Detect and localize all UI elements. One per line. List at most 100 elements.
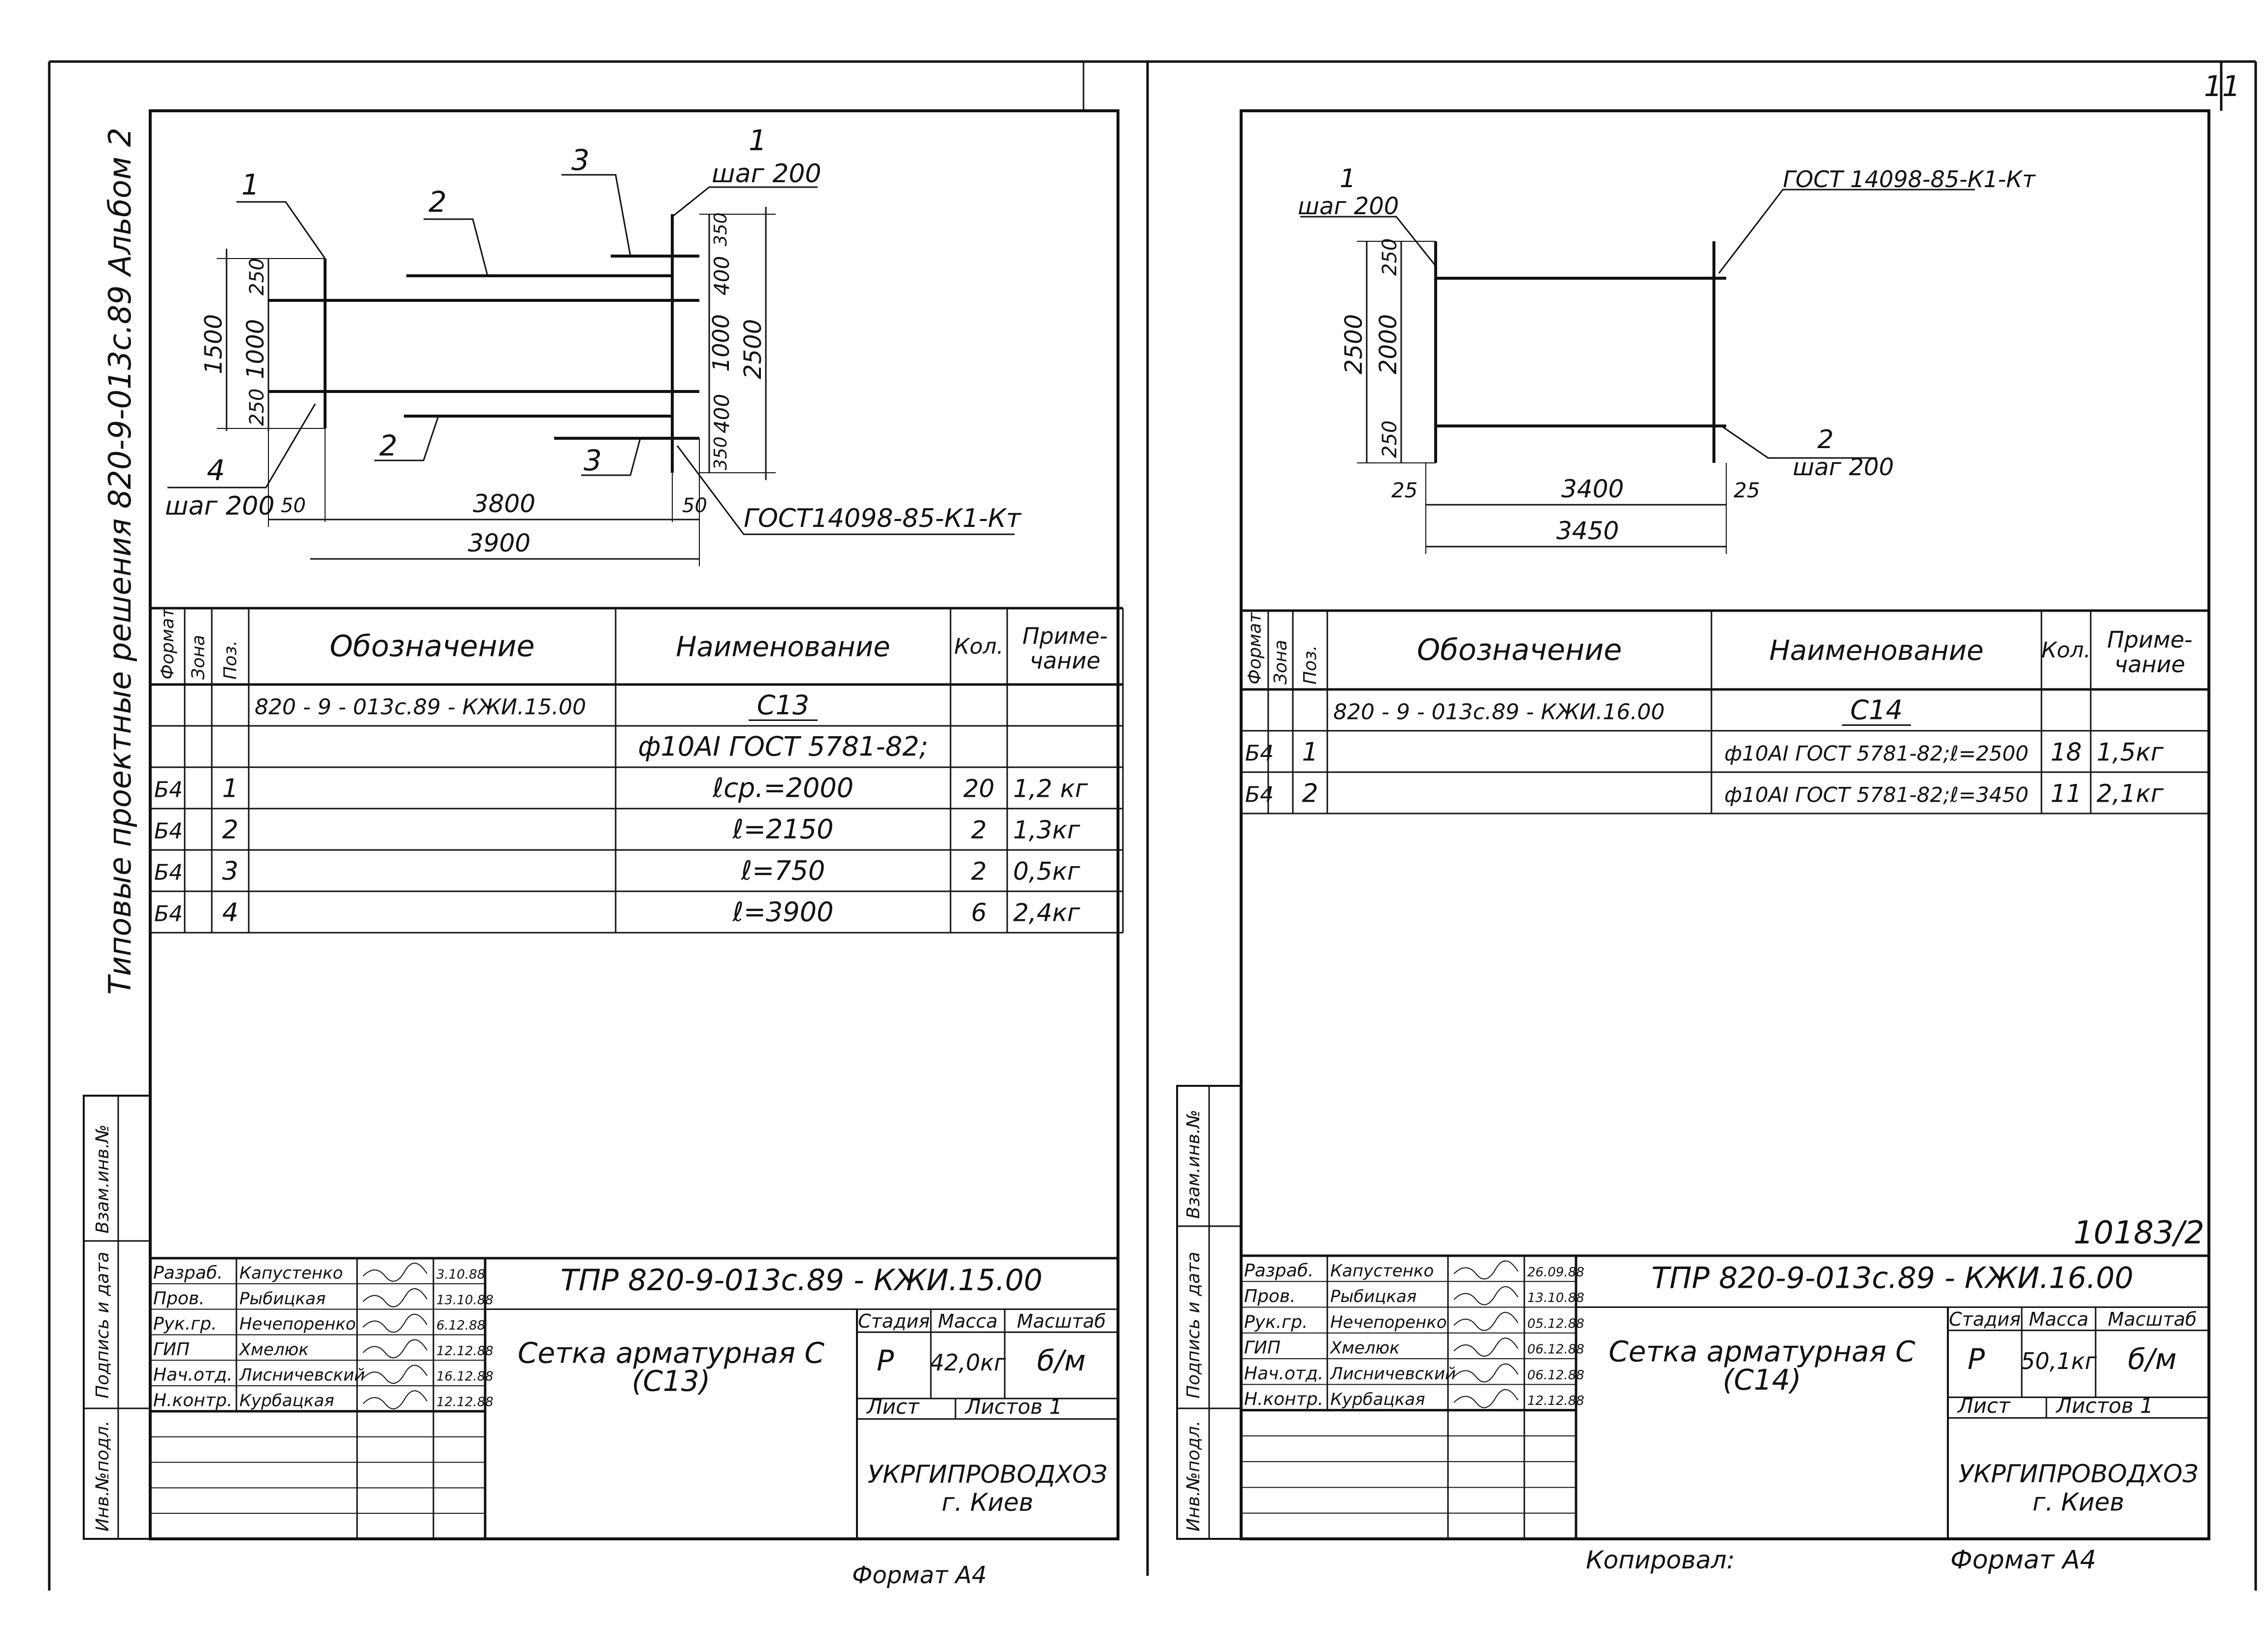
dim-3800: 3800 — [473, 489, 535, 518]
step-label-top: шаг 200 — [712, 159, 822, 189]
tb-date: 16.12.88 — [436, 1369, 493, 1384]
spec-row-note: 1,3кг — [1013, 815, 1081, 844]
tb-role: Пров. — [153, 1288, 205, 1308]
pos-label-1b: 1 — [749, 124, 767, 157]
tb-signature — [1453, 1312, 1518, 1331]
tb-signature — [362, 1339, 427, 1359]
tb-name: Нечепоренко — [239, 1314, 356, 1334]
tb-stage: Р — [1968, 1342, 1985, 1376]
spec-row-name: ℓ=750 — [741, 855, 825, 886]
dim-2500: 2500 — [739, 319, 767, 379]
stamp-sign-date: Подпись и дата — [93, 1252, 113, 1399]
spec-row-name: С14 — [1850, 694, 1903, 725]
stamp-replace-inv-right: Взам.инв.№ — [1183, 1109, 1204, 1219]
tb-name: Рыбицкая — [1330, 1287, 1416, 1306]
tb-role: Разраб. — [153, 1263, 223, 1283]
tb-date: 26.09.88 — [1527, 1265, 1584, 1280]
right-sheet: Инв.№подл. Подпись и дата Взам.инв.№ 1 ш… — [1176, 109, 2210, 1575]
dim-250b-right: 250 — [1379, 421, 1401, 458]
outer-frames — [48, 60, 2257, 1591]
dim-400-bottom: 400 — [710, 394, 734, 433]
spec-row-name: ф10АI ГОСТ 5781-82;ℓ=3450 — [1724, 782, 2029, 807]
spec-header-zone: Зона — [189, 635, 209, 680]
step-1-right: шаг 200 — [1298, 193, 1399, 220]
tb-date: 12.12.88 — [436, 1395, 493, 1410]
dim-250-top: 250 — [246, 258, 268, 295]
tb-scale-label: Масштаб — [1017, 1310, 1106, 1332]
spec-row-pos: 1 — [1302, 737, 1318, 767]
left-format-note: Формат А4 — [852, 1562, 986, 1589]
tb-stage: Р — [877, 1344, 894, 1377]
spec-header-note-2: чание — [2114, 651, 2185, 678]
side-title: Типовые проектные решения 820-9-013с.89 … — [102, 128, 138, 995]
pos-label-2b: 2 — [379, 429, 397, 462]
dim-1000: 1000 — [242, 319, 269, 379]
tb-subtitle: (С13) — [632, 1364, 711, 1398]
spec-row-pos: 2 — [222, 815, 238, 845]
spec-row-designation: 820 - 9 - 013с.89 - КЖИ.16.00 — [1333, 699, 1665, 724]
tb-city: г. Киев — [942, 1488, 1033, 1517]
tb-title: Сетка арматурная С — [1609, 1335, 1915, 1368]
spec-row-note: 0,5кг — [1013, 857, 1081, 885]
spec-header-note: Приме- — [1022, 623, 1108, 650]
spec-row-qty: 11 — [2050, 779, 2082, 808]
tb-signature — [362, 1313, 427, 1333]
spec-row-pos: 3 — [222, 856, 238, 886]
right-drawing: 1 шаг 200 ГОСТ 14098-85-К1-Кт 2 шаг 200 … — [1298, 164, 2036, 554]
dim-50-right: 50 — [682, 494, 707, 517]
spec-row-format: Б4 — [1245, 782, 1274, 807]
spec-row-name: С13 — [757, 689, 809, 720]
left-side-stamp: Инв.№подл. Подпись и дата Взам.инв.№ — [83, 1095, 151, 1540]
tb-name: Лисничевский — [238, 1366, 365, 1385]
spec-row-pos: 2 — [1302, 779, 1318, 808]
spec-row-qty: 2 — [971, 815, 987, 844]
tb-signature — [362, 1390, 427, 1409]
tb-org: УКРГИПРОВОДХОЗ — [868, 1460, 1108, 1489]
stamp-sign-date-right: Подпись и дата — [1183, 1252, 1204, 1399]
spec-header-zone: Зона — [1271, 640, 1291, 684]
dim-250a-right: 250 — [1379, 238, 1401, 276]
tb-scale: б/м — [2128, 1342, 2176, 1376]
spec-row-name: ф10АI ГОСТ 5781-82; — [638, 731, 928, 762]
pos-label-3a: 3 — [571, 143, 590, 177]
spec-header-format: Формат — [1245, 612, 1265, 684]
spec-row-name: ℓср.=2000 — [712, 772, 854, 803]
stamp-inv-no: Инв.№подл. — [93, 1421, 113, 1531]
tb-doc-code: ТПР 820-9-013с.89 - КЖИ.16.00 — [1651, 1261, 2134, 1295]
spec-header-note-2: чание — [1030, 648, 1101, 674]
tb-org: УКРГИПРОВОДХОЗ — [1959, 1460, 2199, 1488]
spec-header-designation: Обозначение — [1417, 633, 1622, 667]
label-1-right: 1 — [1340, 164, 1356, 194]
left-drawing: 1 2 3 1 шаг 200 2 3 4 шаг 200 ГОСТ14098-… — [165, 124, 1022, 566]
spec-header-name: Наименование — [1769, 635, 1983, 667]
archive-number: 10183/2 — [2073, 1215, 2204, 1251]
tb-stage-label: Стадия — [1949, 1308, 2021, 1330]
spec-row-name: ф10АI ГОСТ 5781-82;ℓ=2500 — [1724, 741, 2029, 765]
spec-row-format: Б4 — [154, 777, 183, 802]
spec-row-name: ℓ=2150 — [732, 814, 834, 845]
spec-row-format: Б4 — [154, 818, 183, 844]
tb-name: Капустенко — [1330, 1261, 1434, 1281]
dim-400-top: 400 — [710, 256, 734, 295]
dim-350-top: 350 — [711, 212, 731, 246]
copied-by: Копировал: — [1586, 1546, 1735, 1574]
spec-row-qty: 6 — [971, 898, 987, 927]
tb-role: Разраб. — [1244, 1261, 1314, 1281]
pos-label-1a: 1 — [241, 168, 260, 201]
tb-name: Капустенко — [239, 1263, 343, 1283]
tb-signature — [362, 1365, 427, 1384]
label-2-right: 2 — [1817, 425, 1834, 455]
spec-row-qty: 18 — [2050, 738, 2082, 766]
dim-350-bottom: 350 — [711, 436, 731, 470]
tb-mass: 42,0кг — [930, 1349, 1006, 1376]
tb-mass: 50,1кг — [2021, 1348, 2097, 1374]
tb-date: 6.12.88 — [436, 1318, 485, 1333]
tb-date: 05.12.88 — [1527, 1316, 1584, 1331]
tb-scale: б/м — [1037, 1344, 1085, 1377]
spec-header-format: Формат — [158, 607, 178, 680]
spec-header-note: Приме- — [2107, 626, 2192, 653]
tb-signature — [362, 1263, 427, 1282]
tb-date: 3.10.88 — [436, 1267, 485, 1282]
